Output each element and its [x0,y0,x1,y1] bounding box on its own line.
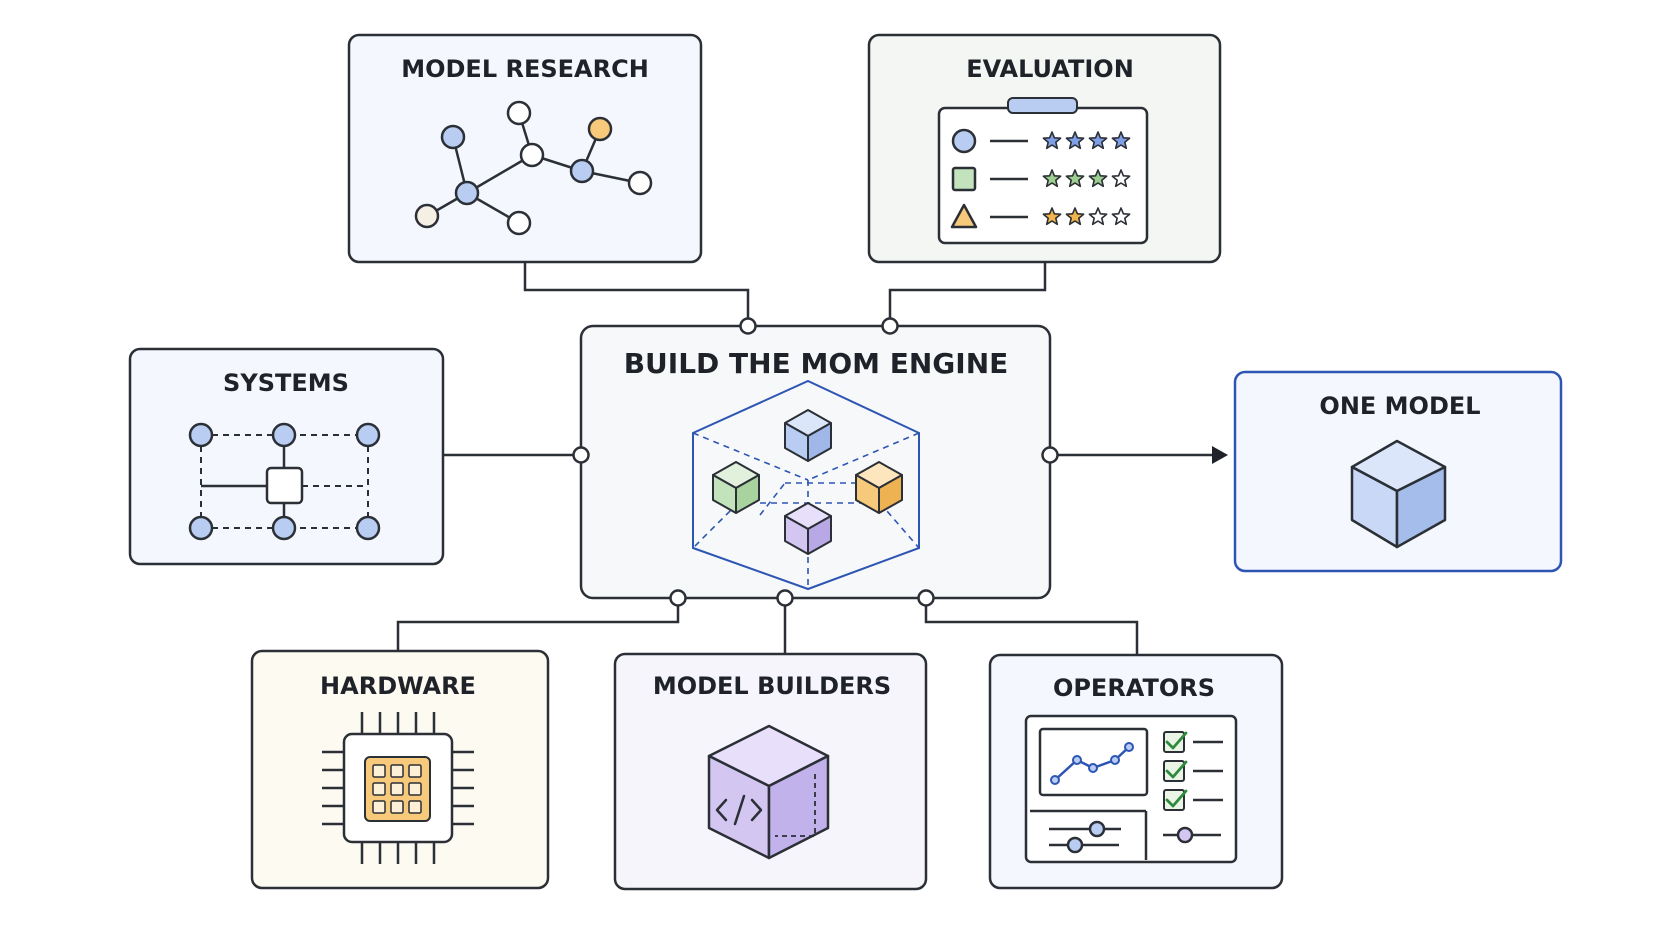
node-systems: SYSTEMS [128,347,445,566]
line-chart-icon [1038,727,1149,797]
node-title: MODEL BUILDERS [653,672,891,700]
rating-row [951,166,1131,192]
code-brackets-icon [715,794,763,826]
arrow-head [1212,446,1228,464]
checkbox-icon [1163,760,1185,782]
port [572,446,590,464]
chip-icon [322,712,474,864]
slider-controls-icon [1049,820,1221,854]
star-empty-icon [1111,169,1131,188]
node-evaluation: EVALUATION [867,33,1222,264]
star-filled-icon [1042,207,1062,226]
port [776,589,794,607]
checklist-item [1163,760,1223,782]
rating-rows [950,128,1131,229]
port [917,589,935,607]
ports [572,317,1059,607]
rating-row [951,128,1131,154]
check-mark-icon [1165,760,1188,779]
network-graph-icon [414,100,653,236]
modular-cube-icon [692,379,920,591]
star-empty-icon [1111,207,1131,226]
connector-model-research [523,262,750,326]
checklist-icon [1163,731,1223,811]
code-cube-icon [707,724,830,860]
node-title: EVALUATION [966,55,1134,83]
node-title: MODEL RESEARCH [401,55,649,83]
connector-evaluation [888,262,1047,326]
star-filled-icon [1065,131,1085,150]
system-grid-icon [188,422,381,541]
node-operators: OPERATORS [988,653,1284,890]
rating-clipboard-icon [937,97,1149,245]
port [881,317,899,335]
cube-green [712,461,760,514]
dashboard-icon [1024,714,1238,864]
rating-row [950,203,1131,229]
node-title: SYSTEMS [223,369,349,397]
cube-purple [784,502,832,555]
node-title: HARDWARE [320,672,476,700]
port [739,317,757,335]
connectors [396,262,1212,655]
connector-hardware [396,598,680,651]
cube-orange [855,461,903,514]
port [669,589,687,607]
cube-icon [1350,439,1447,549]
checklist-item [1163,789,1223,811]
star-filled-icon [1042,169,1062,188]
checkbox-icon [1163,731,1185,753]
star-filled-icon [1088,169,1108,188]
star-filled-icon [1065,207,1085,226]
checkbox-icon [1163,789,1185,811]
node-title: ONE MODEL [1319,392,1480,420]
node-one-model: ONE MODEL [1233,370,1563,573]
port [1041,446,1059,464]
node-model-builders: MODEL BUILDERS [613,652,928,891]
checklist-item [1163,731,1223,753]
node-model-research: MODEL RESEARCH [347,33,703,264]
check-mark-icon [1165,731,1188,750]
node-hardware: HARDWARE [250,649,550,890]
check-mark-icon [1165,789,1188,808]
connector-operators [924,598,1139,655]
star-filled-icon [1065,169,1085,188]
star-filled-icon [1088,131,1108,150]
node-title: OPERATORS [1053,674,1215,702]
star-filled-icon [1042,131,1062,150]
circle-shape-icon [951,128,977,154]
center-title: BUILD THE MOM ENGINE [624,347,1009,380]
star-filled-icon [1111,131,1131,150]
star-empty-icon [1088,207,1108,226]
square-shape-icon [951,166,977,192]
node-mom-engine: BUILD THE MOM ENGINE [579,324,1052,600]
cube-blue [784,409,832,462]
triangle-shape-icon [950,203,978,229]
